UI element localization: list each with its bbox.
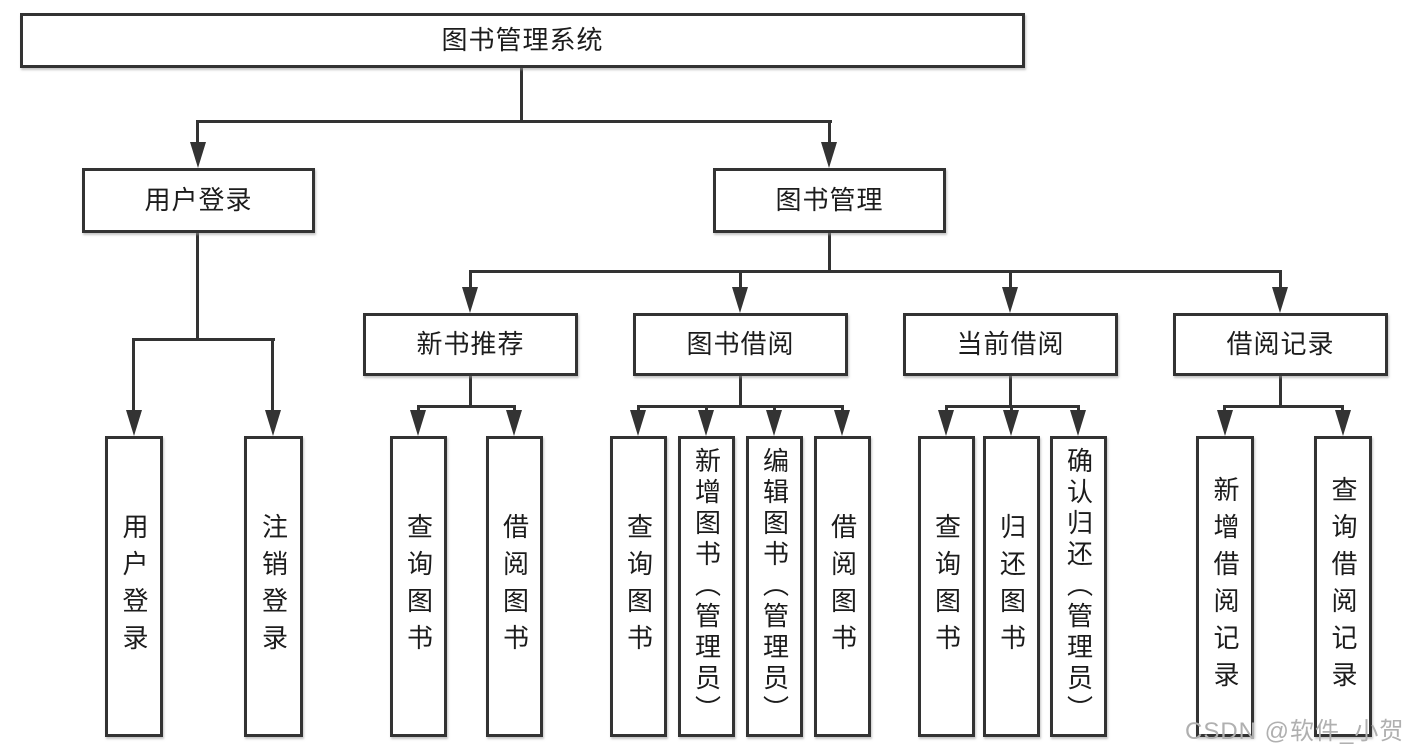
connector-leaf-drop — [841, 405, 844, 412]
arrowhead-down-icon — [1217, 410, 1233, 436]
connector-leaf-drop — [513, 405, 516, 412]
connector-new-book-stem — [469, 376, 472, 405]
connector-leaf-drop — [1077, 405, 1080, 412]
leaf-borrow-books-recommend: 借阅图书 — [486, 436, 543, 737]
node-label: 新增借阅记录 — [1210, 475, 1240, 698]
node-label: 借阅图书 — [499, 512, 530, 661]
node-label: 查询图书 — [403, 512, 434, 661]
connector-leaf-drop — [945, 405, 948, 412]
node-label: 新书推荐 — [416, 329, 525, 360]
node-label: 用户登录 — [119, 512, 149, 661]
arrowhead-down-icon — [732, 287, 748, 313]
node-label: 注销登录 — [258, 512, 289, 661]
arrowhead-down-icon — [1272, 287, 1288, 313]
connector-leaf-drop — [132, 338, 135, 412]
arrowhead-down-icon — [630, 410, 646, 436]
node-label: 用户登录 — [144, 185, 253, 216]
leaf-add-book-admin: 新增图书（管理员） — [678, 436, 735, 737]
connector-leaf-drop — [1010, 405, 1013, 412]
connector-book-borrow-stem — [739, 376, 742, 405]
connector-leaf-drop — [417, 405, 420, 412]
node-borrow-records: 借阅记录 — [1173, 313, 1388, 376]
node-label: 借阅记录 — [1226, 329, 1335, 360]
node-label: 查询图书 — [623, 512, 654, 661]
arrowhead-down-icon — [1003, 410, 1019, 436]
leaf-logout: 注销登录 — [244, 436, 303, 737]
connector-root-stem — [520, 68, 523, 120]
node-label: 图书借阅 — [686, 329, 795, 360]
arrowhead-down-icon — [1070, 410, 1086, 436]
node-label: 新增图书（管理员） — [691, 447, 722, 726]
node-new-book-recommend: 新书推荐 — [363, 313, 578, 376]
arrowhead-down-icon — [265, 410, 281, 436]
connector-leaf-drop — [1341, 405, 1344, 412]
connector-book-mgmt-stem — [828, 232, 831, 270]
node-book-borrow: 图书借阅 — [633, 313, 848, 376]
arrowhead-down-icon — [462, 287, 478, 313]
leaf-confirm-return-admin: 确认归还（管理员） — [1050, 436, 1107, 737]
node-user-login: 用户登录 — [82, 168, 315, 233]
arrowhead-down-icon — [410, 410, 426, 436]
connector-borrow-records-branch — [1223, 405, 1344, 408]
arrowhead-down-icon — [766, 410, 782, 436]
connector-l2-drop — [469, 270, 472, 289]
arrowhead-down-icon — [938, 410, 954, 436]
node-label: 当前借阅 — [956, 329, 1065, 360]
connector-user-login-drop — [196, 120, 199, 144]
leaf-add-borrow-record: 新增借阅记录 — [1196, 436, 1254, 737]
node-label: 查询借阅记录 — [1328, 475, 1358, 698]
connector-leaf-drop — [637, 405, 640, 412]
arrowhead-down-icon — [821, 142, 837, 168]
connector-l2-drop — [1009, 270, 1012, 289]
connector-book-mgmt-branch — [469, 270, 1282, 273]
connector-user-login-branch — [132, 338, 275, 341]
arrowhead-down-icon — [126, 410, 142, 436]
node-library-system: 图书管理系统 — [20, 13, 1025, 68]
leaf-borrow-books: 借阅图书 — [814, 436, 871, 737]
arrowhead-down-icon — [698, 410, 714, 436]
node-label: 图书管理 — [775, 185, 884, 216]
arrowhead-down-icon — [506, 410, 522, 436]
leaf-query-books-current: 查询图书 — [918, 436, 975, 737]
connector-book-borrow-branch — [637, 405, 844, 408]
leaf-query-books-recommend: 查询图书 — [390, 436, 447, 737]
leaf-query-borrow-record: 查询借阅记录 — [1314, 436, 1372, 737]
node-current-borrow: 当前借阅 — [903, 313, 1118, 376]
arrowhead-down-icon — [1335, 410, 1351, 436]
node-label: 编辑图书（管理员） — [759, 447, 790, 726]
connector-leaf-drop — [271, 338, 274, 412]
connector-user-login-stem — [196, 232, 199, 338]
connector-new-book-branch — [417, 405, 516, 408]
leaf-user-login: 用户登录 — [105, 436, 163, 737]
connector-leaf-drop — [1223, 405, 1226, 412]
leaf-edit-book-admin: 编辑图书（管理员） — [746, 436, 803, 737]
connector-l2-drop — [739, 270, 742, 289]
connector-book-mgmt-drop — [828, 120, 831, 144]
node-label: 归还图书 — [996, 512, 1027, 661]
arrowhead-down-icon — [834, 410, 850, 436]
node-label: 借阅图书 — [827, 512, 858, 661]
connector-borrow-records-stem — [1279, 376, 1282, 405]
connector-leaf-drop — [773, 405, 776, 412]
arrowhead-down-icon — [190, 142, 206, 168]
leaf-query-books: 查询图书 — [610, 436, 667, 737]
connector-root-branch — [196, 120, 832, 123]
leaf-return-book: 归还图书 — [983, 436, 1040, 737]
node-label: 图书管理系统 — [441, 25, 604, 56]
connector-current-borrow-stem — [1009, 376, 1012, 405]
connector-l2-drop — [1279, 270, 1282, 289]
connector-leaf-drop — [705, 405, 708, 412]
node-label: 确认归还（管理员） — [1063, 447, 1094, 726]
node-label: 查询图书 — [931, 512, 962, 661]
arrowhead-down-icon — [1002, 287, 1018, 313]
csdn-watermark: CSDN @软件_小贺同学 — [1185, 718, 1405, 745]
node-book-management: 图书管理 — [713, 168, 946, 233]
